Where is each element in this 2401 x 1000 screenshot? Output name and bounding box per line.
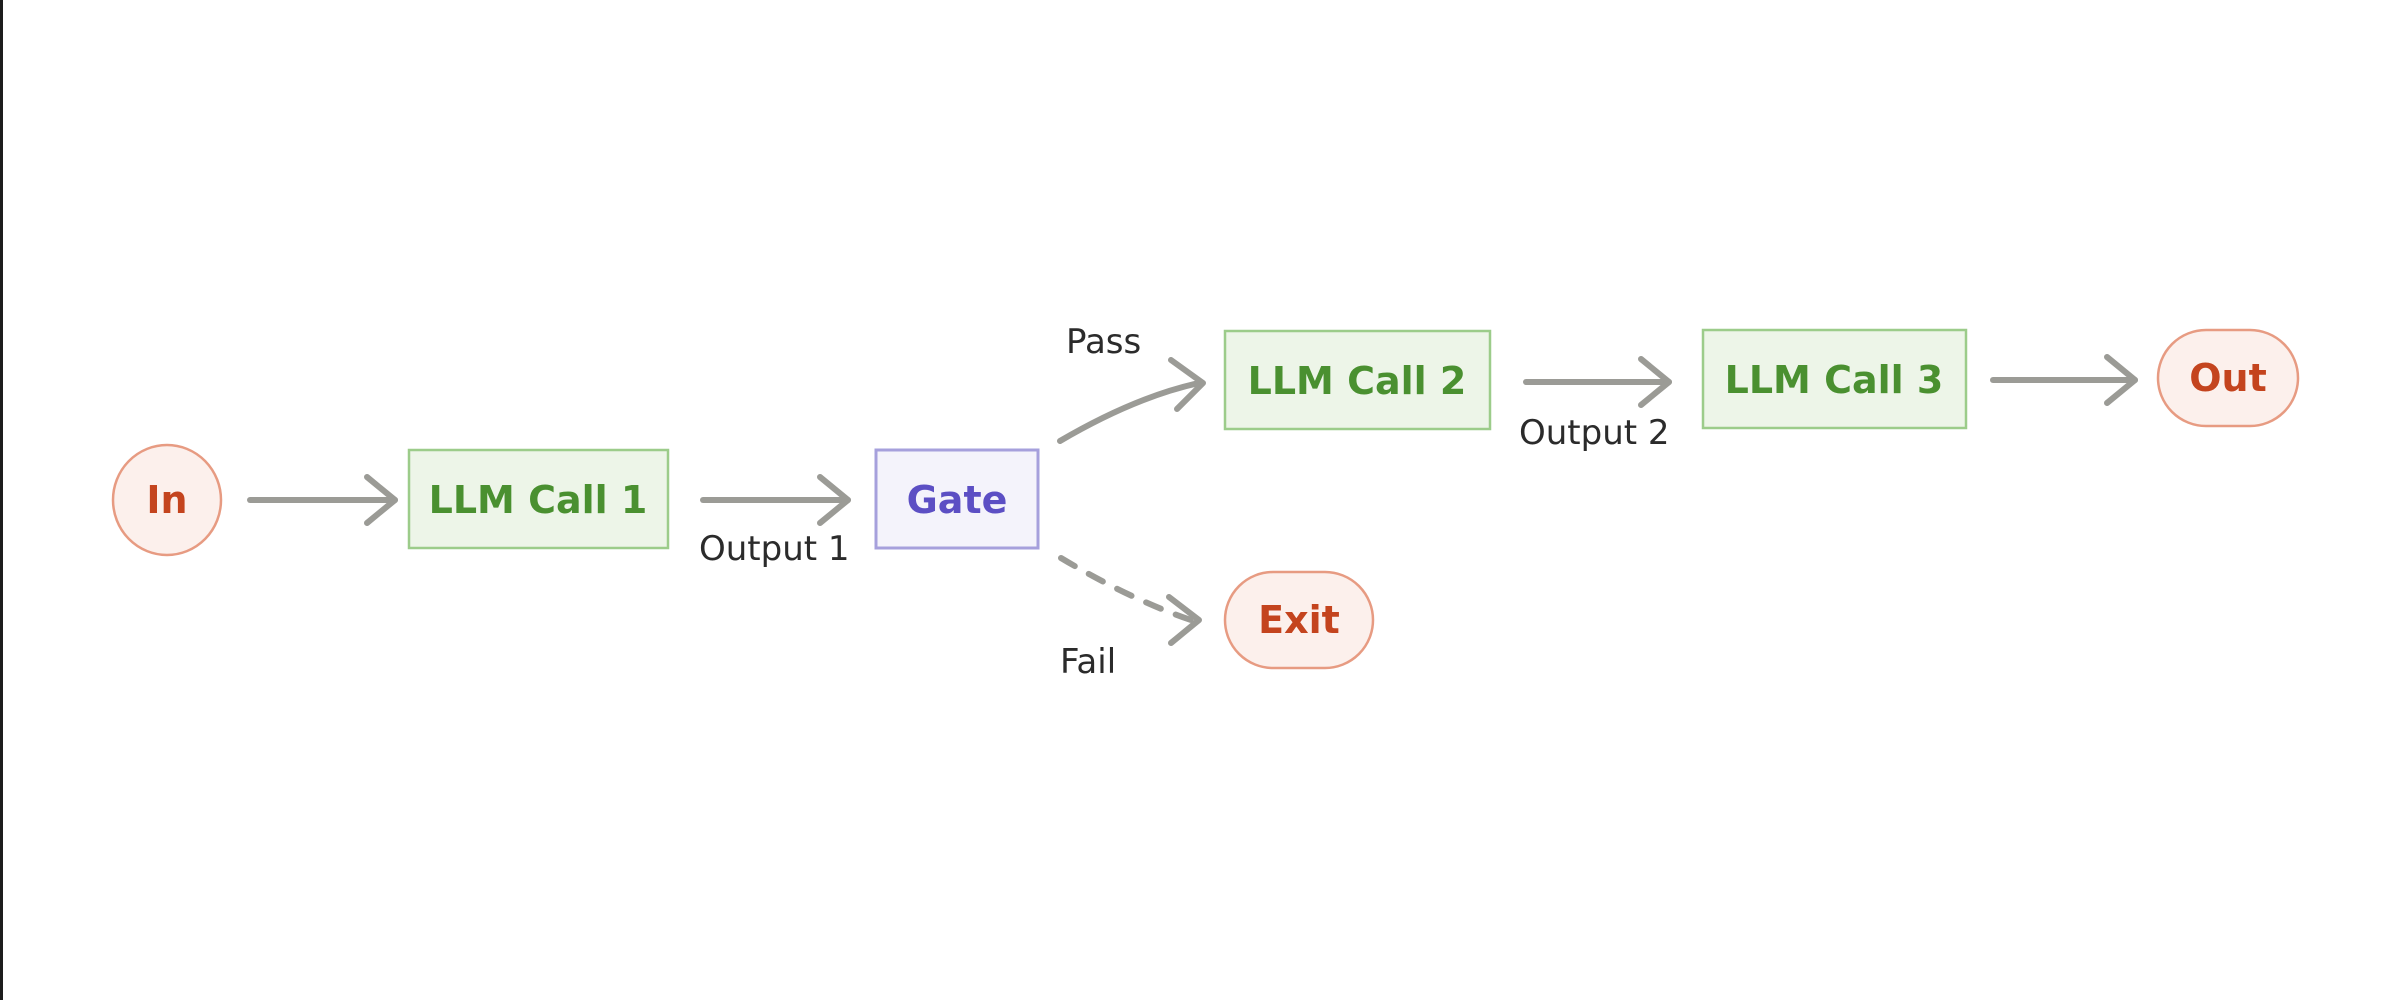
node-llm-call-3-label: LLM Call 3 bbox=[1725, 358, 1944, 402]
node-in-label: In bbox=[146, 478, 187, 522]
edge-label-output-1: Output 1 bbox=[699, 529, 850, 569]
node-llm-call-1-label: LLM Call 1 bbox=[429, 478, 648, 522]
node-llm-call-3-shape bbox=[1701, 328, 1968, 430]
node-in[interactable]: In bbox=[111, 443, 223, 557]
node-llm-call-2-label: LLM Call 2 bbox=[1248, 359, 1467, 403]
node-llm-call-1-shape bbox=[407, 448, 670, 550]
edge-in-to-llm-call-1 bbox=[247, 474, 398, 526]
node-llm-call-2-shape bbox=[1223, 329, 1492, 431]
node-exit-shape bbox=[1223, 570, 1375, 670]
node-llm-call-2[interactable]: LLM Call 2 bbox=[1223, 329, 1492, 431]
node-gate-label: Gate bbox=[907, 478, 1008, 522]
arrowhead-icon bbox=[1638, 356, 1672, 408]
edge-gate-to-llm-call-2: Pass bbox=[1057, 322, 1206, 444]
edge-gate-to-exit: Fail bbox=[1058, 555, 1202, 682]
edge-llm-call-3-to-out bbox=[1990, 354, 2138, 406]
edge-llm-call-2-to-llm-call-3: Output 2 bbox=[1519, 356, 1672, 453]
node-exit-label: Exit bbox=[1258, 598, 1340, 642]
edge-label-fail: Fail bbox=[1060, 642, 1116, 682]
node-out-label: Out bbox=[2189, 356, 2267, 400]
arrowhead-icon bbox=[817, 474, 851, 526]
edge-label-output-2: Output 2 bbox=[1519, 413, 1670, 453]
node-out-shape bbox=[2156, 328, 2300, 428]
node-out[interactable]: Out bbox=[2156, 328, 2300, 428]
node-exit[interactable]: Exit bbox=[1223, 570, 1375, 670]
node-gate-shape bbox=[874, 448, 1040, 550]
arrowhead-icon bbox=[2104, 354, 2138, 406]
arrowhead-icon bbox=[364, 474, 398, 526]
arrowhead-icon bbox=[1168, 357, 1206, 412]
node-in-shape bbox=[111, 443, 223, 557]
edge-gate-to-llm-call-2-curve bbox=[1057, 380, 1202, 444]
edge-gate-to-exit-curve bbox=[1058, 555, 1194, 623]
edge-label-pass: Pass bbox=[1066, 322, 1141, 362]
workflow-diagram: Output 1 Pass Fail Output 2 bbox=[111, 322, 2300, 682]
edge-llm-call-1-to-gate: Output 1 bbox=[699, 474, 851, 569]
node-llm-call-1[interactable]: LLM Call 1 bbox=[407, 448, 670, 550]
node-llm-call-3[interactable]: LLM Call 3 bbox=[1701, 328, 1968, 430]
arrowhead-icon bbox=[1166, 594, 1202, 646]
node-gate[interactable]: Gate bbox=[874, 448, 1040, 550]
